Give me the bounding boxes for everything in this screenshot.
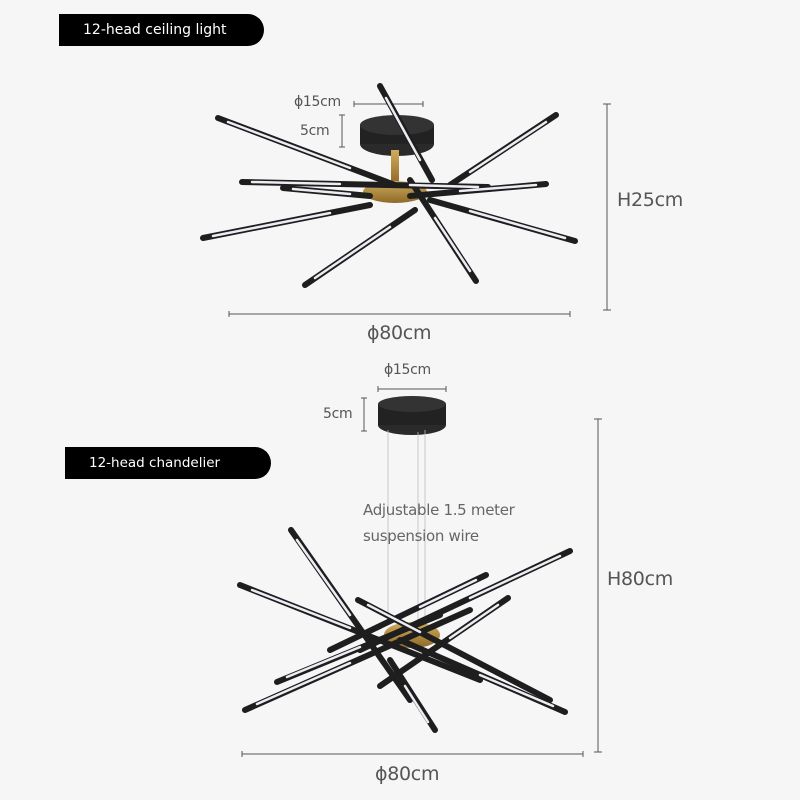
chandelier-overall-diameter-label: ϕ80cm bbox=[375, 763, 440, 785]
ceiling-canopy-diameter-label: ϕ15cm bbox=[294, 94, 341, 110]
chandelier-canopy-height-label: 5cm bbox=[323, 406, 353, 422]
chandelier-title-badge: 12-head chandelier bbox=[65, 447, 271, 479]
ceiling-light-title-badge: 12-head ceiling light bbox=[59, 14, 264, 46]
chandelier-overall-height-label: H80cm bbox=[607, 568, 673, 590]
chandelier-dimension-lines bbox=[241, 386, 602, 757]
suspension-wire-note: Adjustable 1.5 meter suspension wire bbox=[363, 497, 515, 549]
chandelier-canopy-diameter-label: ϕ15cm bbox=[384, 362, 431, 378]
ceiling-overall-height-label: H25cm bbox=[617, 189, 683, 211]
ceiling-overall-diameter-label: ϕ80cm bbox=[367, 322, 432, 344]
ceiling-light-title: 12-head ceiling light bbox=[83, 22, 227, 38]
suspension-note-line2: suspension wire bbox=[363, 527, 479, 545]
ceiling-light-drawing bbox=[200, 83, 578, 288]
suspension-wires bbox=[387, 430, 426, 625]
suspension-note-line1: Adjustable 1.5 meter bbox=[363, 501, 515, 519]
ceiling-canopy-height-label: 5cm bbox=[300, 123, 330, 139]
chandelier-drawing bbox=[237, 396, 573, 733]
chandelier-title: 12-head chandelier bbox=[89, 455, 221, 471]
